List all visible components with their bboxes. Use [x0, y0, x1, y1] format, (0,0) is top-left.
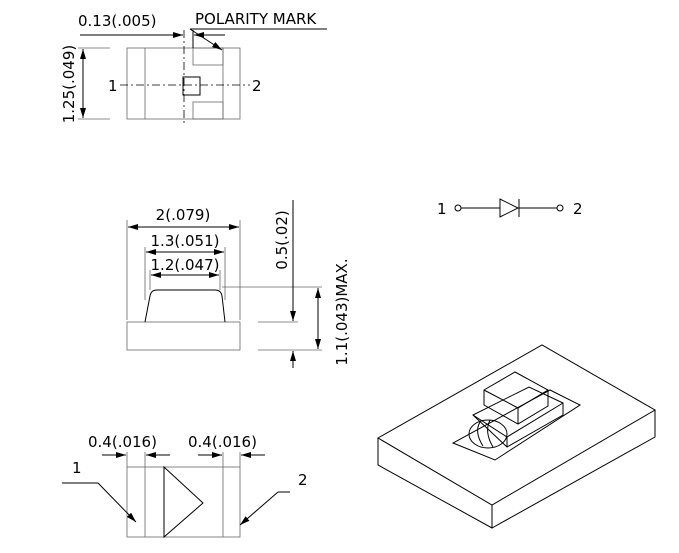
- dim-right-label: 0.4(.016): [188, 433, 257, 451]
- dim-lens-base-label: 1.3(.051): [151, 232, 220, 250]
- bottom-pin1-label: 1: [72, 459, 82, 477]
- schematic-pin1: 1: [437, 200, 447, 218]
- bottom-pin2-label: 2: [298, 471, 308, 489]
- lens-dome: [144, 289, 226, 323]
- dim-max-height-label: 1.1(.043)MAX.: [333, 258, 351, 365]
- iso-lens: [468, 419, 508, 449]
- board-top: [377, 344, 656, 506]
- dim-lens-top-label: 1.2(.047): [151, 256, 220, 274]
- bottom-view: 0.4(.016) 0.4(.016) 1 2: [62, 433, 308, 539]
- pin1-label: 1: [108, 77, 118, 95]
- dim-base-height-label: 0.5(.02): [273, 210, 291, 269]
- side-view: 2(.079) 1.3(.051) 1.2(.047) 0.5(.02) 1.1…: [126, 200, 351, 368]
- pin2-label: 2: [252, 77, 262, 95]
- diode-triangle-icon: [499, 198, 520, 218]
- diode-schematic: 1 2: [437, 198, 583, 218]
- polarity-mark-top: [192, 47, 224, 66]
- dim-total-label: 2(.079): [156, 206, 211, 224]
- iso-body-lower: [472, 386, 564, 448]
- solder-pad: [451, 389, 582, 461]
- polarity-mark-bottom: [192, 101, 224, 120]
- schematic-pin2: 2: [573, 200, 583, 218]
- height-dim-label: 1.25(.049): [60, 45, 78, 124]
- chip-square: [182, 76, 201, 96]
- dim-left-label: 0.4(.016): [88, 433, 157, 451]
- polarity-label: POLARITY MARK: [195, 10, 317, 28]
- iso-body-upper: [483, 371, 549, 425]
- top-view: 0.13(.005) POLARITY MARK 1.25(.049) 1 2: [60, 10, 327, 124]
- width-dim-label: 0.13(.005): [78, 12, 157, 30]
- polarity-triangle: [163, 465, 204, 539]
- isometric-view: [377, 344, 656, 529]
